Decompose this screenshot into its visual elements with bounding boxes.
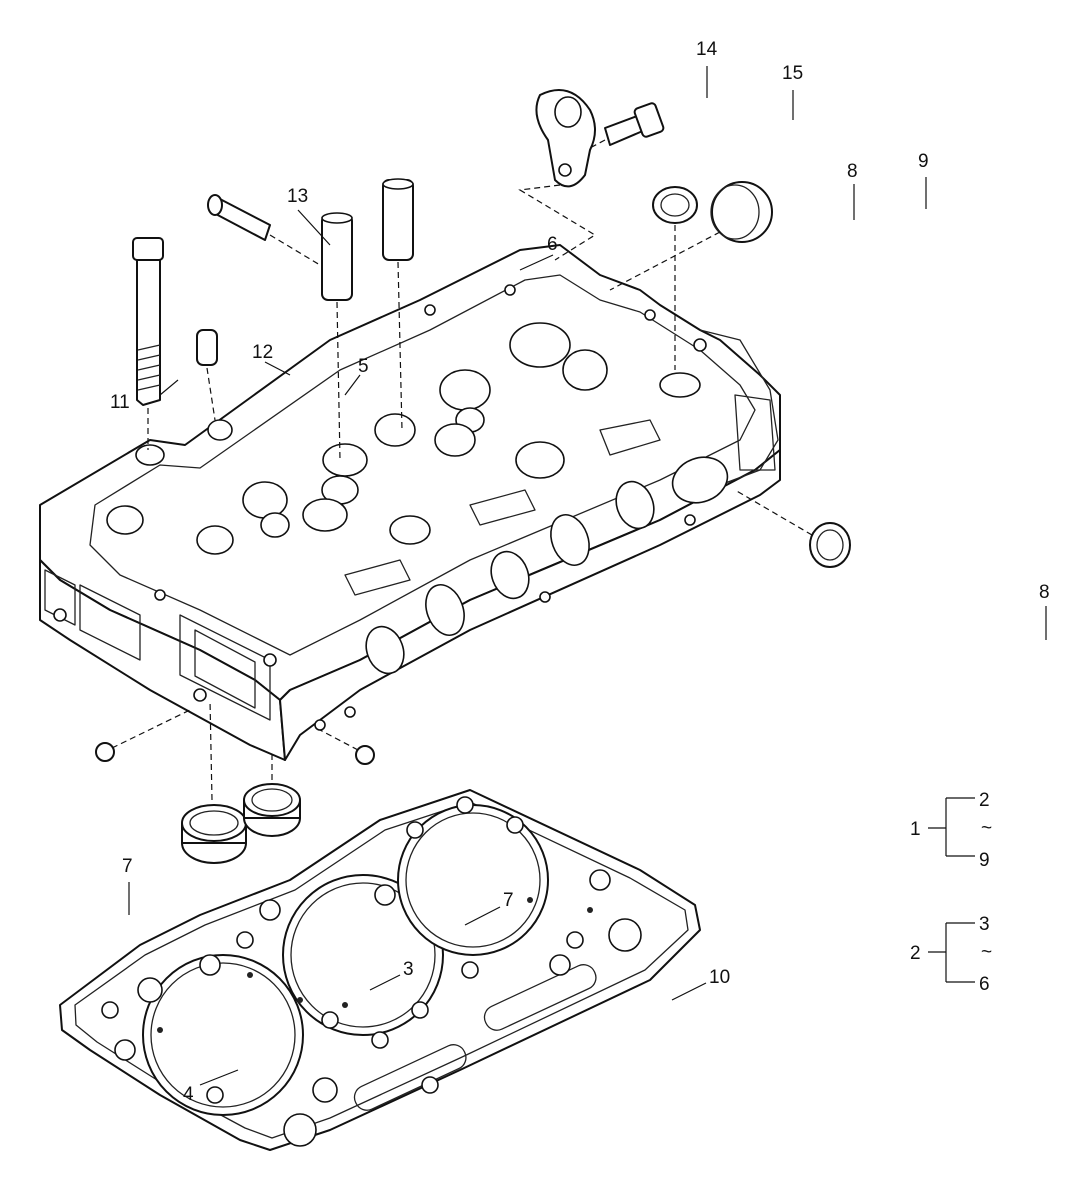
callout-14: 14 [696, 39, 718, 60]
callout-9: 9 [918, 151, 929, 172]
callout-7-gasket: 7 [503, 890, 514, 911]
callout-10: 10 [709, 967, 730, 988]
group-legend-1: 1 2 ~ 9 [910, 790, 992, 871]
glow-plug [207, 194, 321, 266]
valve-guide-a [321, 212, 353, 461]
callout-12: 12 [252, 342, 273, 363]
group-1-parent: 1 [910, 819, 921, 840]
callout-4: 4 [183, 1084, 194, 1105]
head-gasket [59, 789, 701, 1151]
small-plug-right [319, 729, 375, 765]
callout-8-right: 8 [1039, 582, 1050, 603]
group-2-parent: 2 [910, 943, 921, 964]
callout-8-top: 8 [847, 161, 858, 182]
callout-15: 15 [782, 63, 803, 84]
cup-plug-bottom-a [181, 699, 247, 864]
dowel-pin [196, 329, 218, 421]
callout-13: 13 [287, 186, 308, 207]
group-2-sep: ~ [981, 942, 992, 963]
group-1-from: 2 [979, 790, 990, 811]
callout-11: 11 [110, 392, 130, 413]
group-2-to: 6 [979, 974, 990, 995]
hanger-bolt [589, 102, 665, 149]
callout-6: 6 [547, 234, 558, 255]
group-2-from: 3 [979, 914, 990, 935]
group-1-to: 9 [979, 850, 990, 871]
cup-plug-side [734, 489, 851, 568]
cup-plug-bottom-b [243, 755, 301, 837]
callout-7-left: 7 [122, 856, 133, 877]
group-legend-2: 2 3 ~ 6 [910, 914, 992, 995]
callout-leaders [128, 66, 1047, 1086]
callout-labels: 14 15 8 9 13 6 12 5 11 8 7 7 3 10 4 [110, 39, 1050, 1105]
hanger-plate [518, 89, 597, 261]
callout-3: 3 [403, 959, 414, 980]
valve-guide-b [382, 178, 414, 431]
end-cap [609, 181, 773, 291]
cylinder-head [39, 244, 781, 761]
group-1-sep: ~ [981, 818, 992, 839]
small-plug-left [95, 709, 191, 762]
cup-plug-top [652, 186, 698, 370]
head-bolt [132, 237, 164, 450]
callout-5: 5 [358, 356, 369, 377]
